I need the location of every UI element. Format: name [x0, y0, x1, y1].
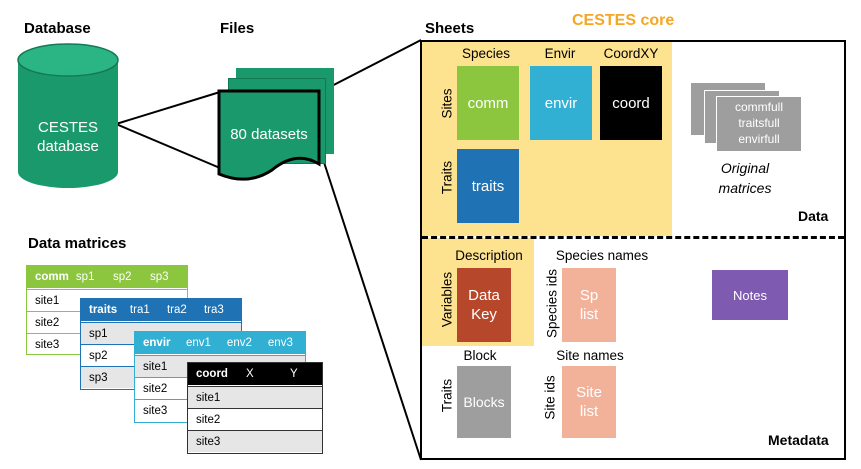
envir-sheet[interactable]: envir: [530, 66, 592, 140]
database-label-line1: CESTES: [37, 119, 98, 136]
matrix-header-cell: env2: [226, 337, 252, 349]
matrix-header-cell: comm: [35, 271, 69, 283]
database-label: CESTES database: [16, 118, 120, 156]
matrix-header-cell: tra1: [129, 304, 150, 316]
coord-matrix-row: site2: [188, 408, 322, 430]
site-names-label: Site names: [556, 348, 624, 363]
original-traitsfull: traitsfull: [738, 116, 780, 130]
variables-label: Variables: [439, 271, 455, 328]
matrix-header-cell: sp1: [75, 271, 95, 283]
sp-list-line2: list: [579, 306, 599, 323]
comm-sheet[interactable]: comm: [457, 66, 519, 140]
site-ids-label: Site ids: [542, 375, 558, 420]
matrix-header-cell: coord: [196, 368, 228, 380]
coord-matrix-header: coord X Y: [188, 363, 322, 385]
db-files-connector: [115, 91, 221, 125]
description-label: Description: [455, 248, 523, 263]
file-front-icon: [217, 89, 321, 181]
site-list-line2: list: [579, 403, 599, 420]
traits-sheet[interactable]: traits: [457, 149, 519, 223]
data-metadata-divider: [422, 236, 844, 239]
matrix-header-cell: envir: [143, 337, 171, 349]
matrix-header-cell: X: [246, 368, 254, 380]
database-header: Database: [24, 20, 91, 37]
original-caption-line1: Original: [720, 160, 770, 176]
data-key-sheet[interactable]: Data Key: [457, 268, 511, 342]
sheets-frame: [420, 40, 846, 460]
sp-list-sheet[interactable]: Sp list: [562, 268, 616, 342]
comm-matrix-header: comm sp1 sp2 sp3: [27, 266, 187, 288]
database-label-line2: database: [37, 138, 99, 155]
files-sheets-connector: [319, 39, 422, 93]
original-sheet-front: commfull traitsfull envirfull: [716, 96, 802, 152]
blocks-sheet[interactable]: Blocks: [457, 366, 511, 438]
metadata-label: Metadata: [768, 432, 829, 448]
coord-sheet[interactable]: coord: [600, 66, 662, 140]
envir-matrix-header: envir env1 env2 env3: [135, 332, 305, 354]
core-header: CESTES core: [572, 12, 675, 29]
block-label: Block: [463, 348, 497, 363]
data-matrices-header: Data matrices: [28, 235, 127, 252]
notes-sheet[interactable]: Notes: [712, 270, 788, 320]
coord-matrix-row: site3: [188, 430, 322, 452]
data-key-line1: Data: [468, 287, 500, 304]
matrix-header-cell: sp2: [112, 271, 132, 283]
matrix-header-cell: env1: [185, 337, 211, 349]
row-sites: Sites: [439, 88, 455, 119]
comm-matrix-row: site1: [27, 289, 187, 311]
coord-matrix-row: site1: [188, 386, 322, 408]
original-caption: Original matrices: [700, 158, 790, 198]
files-label: 80 datasets: [230, 126, 308, 143]
matrix-header-cell: traits: [89, 304, 118, 316]
col-coordxy: CoordXY: [603, 46, 659, 61]
col-envir: Envir: [544, 46, 576, 61]
data-label: Data: [798, 208, 829, 224]
sheets-header: Sheets: [425, 20, 475, 37]
sp-list-line1: Sp: [579, 287, 599, 304]
db-files-connector: [115, 123, 221, 169]
site-list-line1: Site: [576, 384, 602, 401]
site-list-sheet[interactable]: Site list: [562, 366, 616, 438]
col-species: Species: [461, 46, 511, 61]
species-ids-label: Species ids: [544, 268, 560, 339]
original-caption-line2: matrices: [718, 180, 772, 196]
matrix-header-cell: Y: [290, 368, 298, 380]
original-commfull: commfull: [734, 100, 783, 114]
matrix-header-cell: tra2: [166, 304, 187, 316]
data-key-line2: Key: [471, 306, 497, 323]
original-envirfull: envirfull: [738, 132, 780, 146]
database-cylinder-icon: [17, 43, 119, 188]
species-names-label: Species names: [555, 248, 649, 263]
files-header: Files: [220, 20, 255, 37]
matrix-header-cell: env3: [267, 337, 293, 349]
metadata-traits-label: Traits: [439, 378, 455, 413]
matrix-header-cell: tra3: [203, 304, 224, 316]
files-sheets-connector: [319, 149, 422, 461]
coord-matrix: coord X Y site1 site2 site3: [187, 362, 323, 454]
matrix-header-cell: sp3: [149, 271, 169, 283]
traits-matrix-header: traits tra1 tra2 tra3: [81, 299, 241, 321]
row-traits: Traits: [439, 160, 455, 195]
